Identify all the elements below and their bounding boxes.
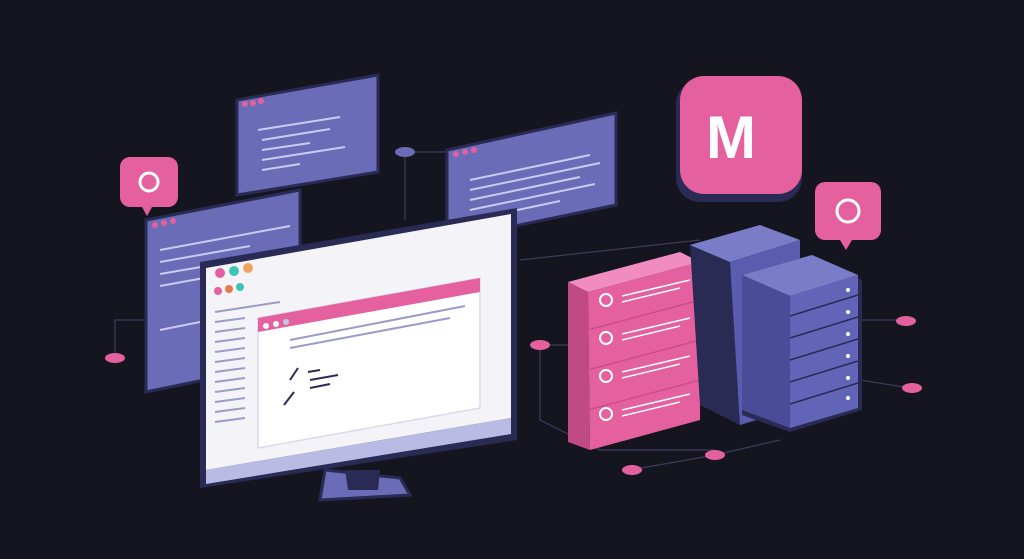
code-window-right: [445, 111, 618, 242]
connector-nodes: [105, 316, 922, 475]
node-blue: [395, 147, 415, 157]
monitor: [200, 208, 517, 502]
m-badge-letter: M: [706, 104, 756, 171]
chat-bubble-left: [120, 157, 178, 216]
m-badge: [676, 76, 802, 202]
server-rack-front: [742, 255, 862, 432]
chat-bubble-right: [815, 182, 881, 250]
code-window-top: [235, 73, 380, 197]
storage-block: [568, 252, 701, 450]
